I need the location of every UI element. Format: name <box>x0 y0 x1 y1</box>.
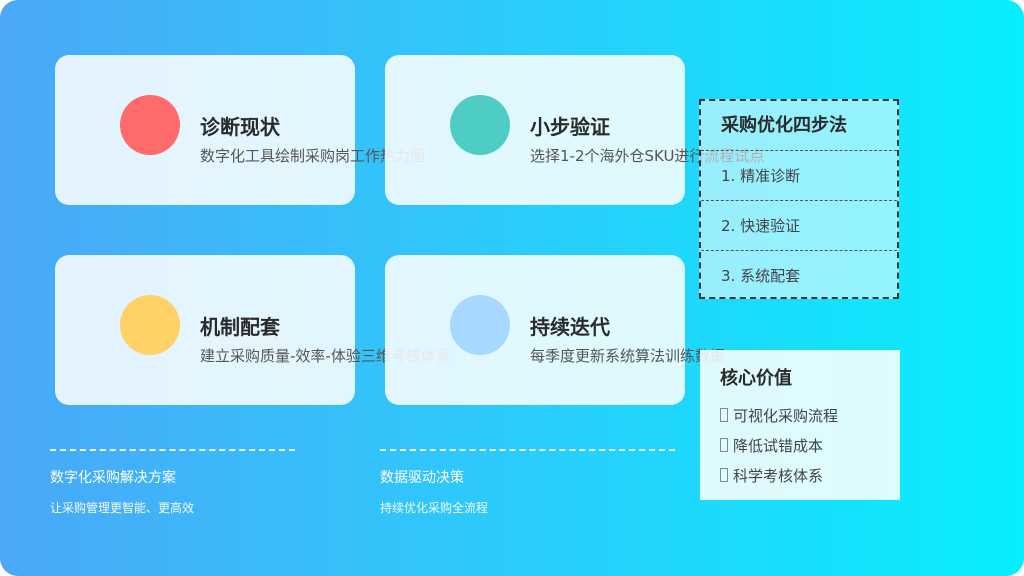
core-value-title: 核心价值 <box>720 368 792 389</box>
card-diagnose: 诊断现状 数字化工具绘制采购岗工作热力图 <box>55 55 425 205</box>
card-title: 诊断现状 <box>200 115 280 139</box>
teal-circle-icon <box>450 95 510 155</box>
footer-divider <box>380 449 675 451</box>
card-title: 持续迭代 <box>530 315 610 339</box>
footer-divider <box>50 449 295 451</box>
value-item: 可视化采购流程 <box>720 405 838 426</box>
missing-glyph-icon <box>720 438 728 452</box>
value-item-label: 可视化采购流程 <box>733 407 839 425</box>
four-steps-title: 采购优化四步法 <box>701 101 897 151</box>
core-value-box: 核心价值 可视化采购流程 降低试错成本 科学考核体系 <box>700 350 900 500</box>
card-title: 机制配套 <box>200 315 280 339</box>
footer-title: 数字化采购解决方案 <box>50 470 176 486</box>
footer-title: 数据驱动决策 <box>380 470 464 486</box>
yellow-circle-icon <box>120 295 180 355</box>
footer-subtitle: 让采购管理更智能、更高效 <box>50 501 195 515</box>
value-item-label: 降低试错成本 <box>733 437 824 455</box>
step-item: 1. 精准诊断 <box>701 151 897 201</box>
missing-glyph-icon <box>720 468 728 482</box>
card-description: 数字化工具绘制采购岗工作热力图 <box>200 147 426 165</box>
value-item-label: 科学考核体系 <box>733 467 824 485</box>
step-item: 2. 快速验证 <box>701 201 897 251</box>
card-mechanism: 机制配套 建立采购质量-效率-体验三维考核体系 <box>55 255 451 405</box>
card-validate: 小步验证 选择1-2个海外仓SKU进行流程试点 <box>385 55 764 205</box>
footer-subtitle: 持续优化采购全流程 <box>380 501 489 515</box>
four-steps-box: 采购优化四步法 1. 精准诊断 2. 快速验证 3. 系统配套 <box>699 99 899 299</box>
card-title: 小步验证 <box>530 115 610 139</box>
value-item: 降低试错成本 <box>720 435 823 456</box>
value-item: 科学考核体系 <box>720 465 823 486</box>
step-item: 3. 系统配套 <box>721 267 801 285</box>
blue-circle-icon <box>450 295 510 355</box>
red-circle-icon <box>120 95 180 155</box>
missing-glyph-icon <box>720 408 728 422</box>
card-description: 每季度更新系统算法训练数据 <box>530 347 726 365</box>
card-iterate: 持续迭代 每季度更新系统算法训练数据 <box>385 255 725 405</box>
